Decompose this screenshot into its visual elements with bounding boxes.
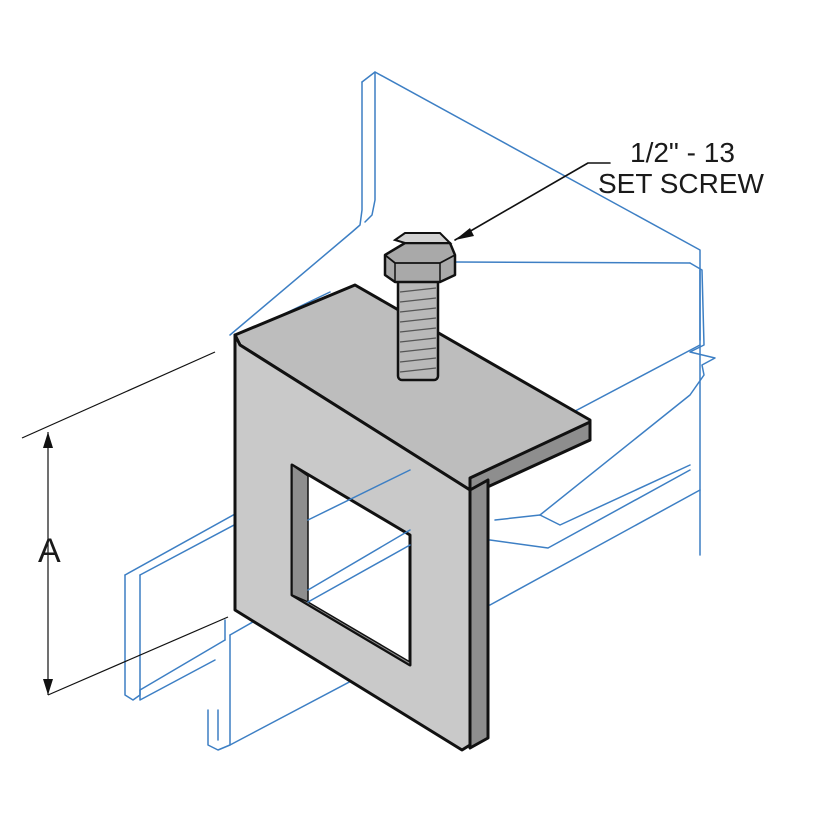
clamp-body — [233, 283, 592, 752]
callout-line2: SET SCREW — [598, 168, 765, 199]
dimension-label: A — [38, 532, 61, 570]
set-screw — [383, 232, 457, 382]
strut-through-window — [307, 469, 411, 603]
dimension-lines — [21, 351, 229, 696]
callout-leader — [454, 162, 611, 241]
callout-line1: 1/2" - 13 — [630, 137, 735, 168]
